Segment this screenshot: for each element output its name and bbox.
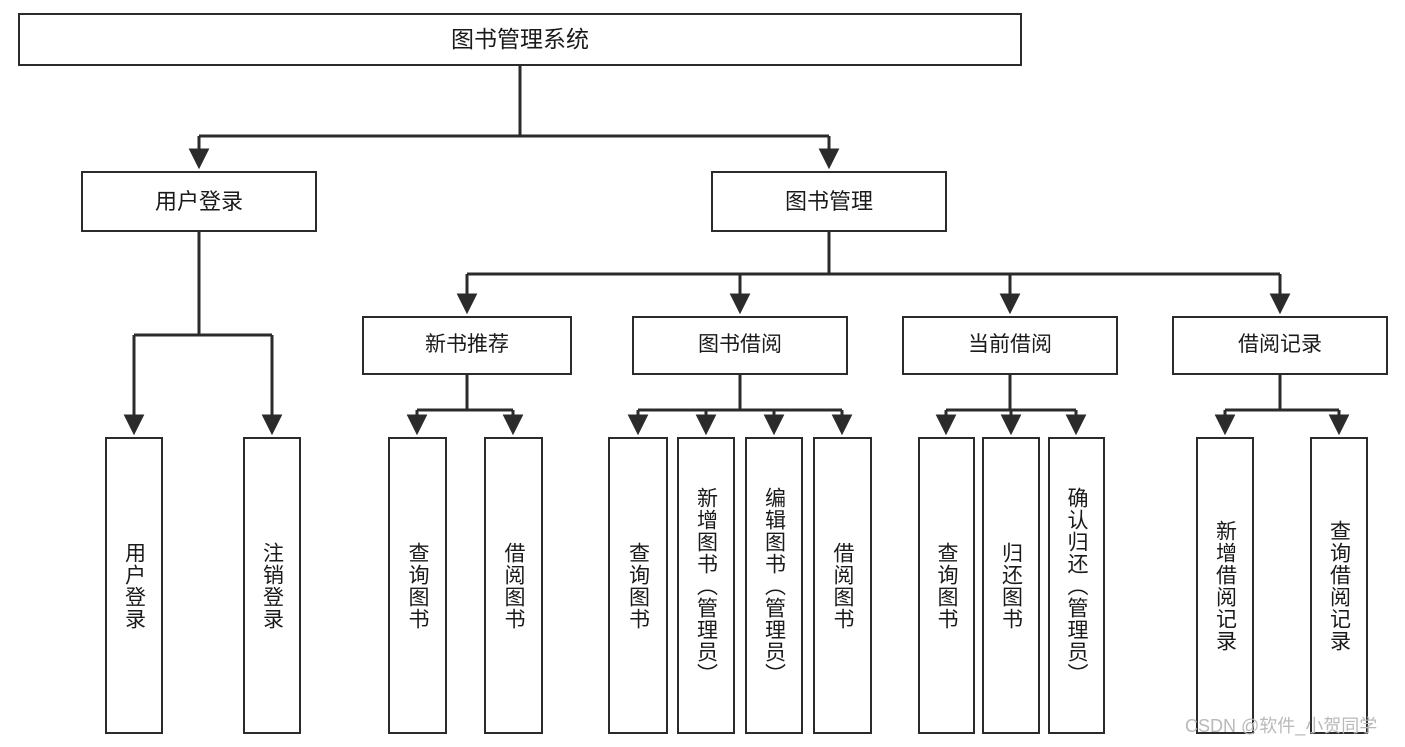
node-current-borrow[interactable]: 当前借阅 (902, 316, 1118, 375)
node-leaf-query-borrow-record-label: 查询借阅记录 (1327, 519, 1351, 652)
node-user-login[interactable]: 用户登录 (81, 171, 317, 232)
node-leaf-user-login[interactable]: 用户登录 (105, 437, 163, 734)
node-root-label: 图书管理系统 (451, 25, 589, 52)
node-leaf-add-book-admin-label: 新增图书（管理员） (694, 486, 718, 685)
node-leaf-confirm-return-admin-label: 确认归还（管理员） (1065, 486, 1088, 685)
watermark: CSDN @软件_小贺同学 (1185, 716, 1378, 736)
node-leaf-return-book[interactable]: 归还图书 (982, 437, 1040, 734)
node-root[interactable]: 图书管理系统 (18, 13, 1022, 66)
node-leaf-add-book-admin[interactable]: 新增图书（管理员） (677, 437, 735, 734)
node-leaf-query-book-recommend[interactable]: 查询图书 (388, 437, 447, 734)
node-leaf-borrow-book[interactable]: 借阅图书 (813, 437, 872, 734)
node-borrow-record[interactable]: 借阅记录 (1172, 316, 1388, 375)
node-leaf-query-borrow-record[interactable]: 查询借阅记录 (1310, 437, 1368, 734)
node-leaf-borrow-book-recommend[interactable]: 借阅图书 (484, 437, 543, 734)
node-book-management[interactable]: 图书管理 (711, 171, 947, 232)
node-leaf-confirm-return-admin[interactable]: 确认归还（管理员） (1048, 437, 1105, 734)
node-new-book-recommend[interactable]: 新书推荐 (362, 316, 572, 375)
node-book-management-label: 图书管理 (784, 188, 873, 214)
node-leaf-borrow-book-label: 借阅图书 (831, 541, 854, 630)
node-user-login-label: 用户登录 (154, 188, 243, 214)
node-leaf-add-borrow-record-label: 新增借阅记录 (1213, 519, 1237, 652)
node-leaf-add-borrow-record[interactable]: 新增借阅记录 (1196, 437, 1254, 734)
node-leaf-query-book-current[interactable]: 查询图书 (918, 437, 975, 734)
node-leaf-edit-book-admin[interactable]: 编辑图书（管理员） (745, 437, 803, 734)
node-leaf-borrow-book-recommend-label: 借阅图书 (502, 541, 525, 630)
node-leaf-user-login-label: 用户登录 (122, 541, 146, 630)
node-leaf-return-book-label: 归还图书 (999, 541, 1023, 630)
node-leaf-query-book-current-label: 查询图书 (935, 541, 958, 630)
node-borrow-record-label: 借阅记录 (1238, 333, 1322, 357)
node-leaf-query-book-recommend-label: 查询图书 (406, 541, 429, 630)
node-leaf-query-book-borrow[interactable]: 查询图书 (608, 437, 668, 734)
node-leaf-logout-label: 注销登录 (260, 541, 284, 630)
node-new-book-recommend-label: 新书推荐 (425, 333, 509, 357)
node-current-borrow-label: 当前借阅 (968, 333, 1052, 357)
node-leaf-query-book-borrow-label: 查询图书 (626, 541, 650, 630)
node-leaf-logout[interactable]: 注销登录 (243, 437, 301, 734)
node-book-borrow[interactable]: 图书借阅 (632, 316, 848, 375)
node-leaf-edit-book-admin-label: 编辑图书（管理员） (762, 486, 786, 685)
node-book-borrow-label: 图书借阅 (698, 333, 782, 357)
